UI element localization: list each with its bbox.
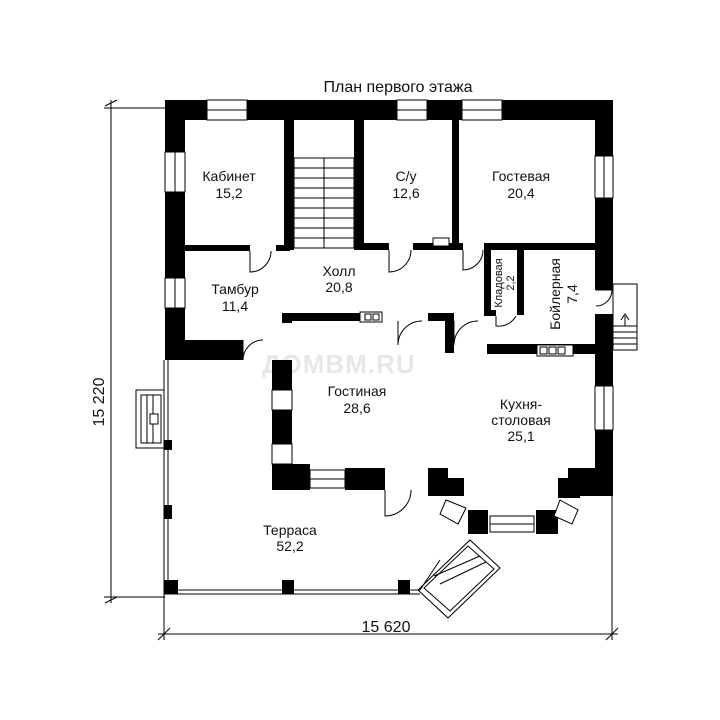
room-area: 52,2	[276, 538, 303, 554]
room-name-line1: Кухня-	[500, 396, 542, 412]
room-boilernaya: Бойлерная 7,4	[547, 258, 580, 330]
room-area: 28,6	[343, 400, 370, 416]
room-area: 20,4	[507, 185, 534, 201]
room-gostevaya: Гостевая 20,4	[492, 168, 550, 201]
room-name: Кладовая	[493, 258, 505, 307]
width-label: 15 620	[362, 619, 411, 636]
room-area: 12,6	[392, 185, 419, 201]
right-porch	[612, 283, 638, 351]
room-area: 2,2	[505, 275, 517, 290]
height-label: 15 220	[91, 377, 108, 426]
outer-windows	[164, 99, 614, 431]
left-porch	[135, 389, 165, 449]
room-gostinaya: Гостиная 28,6	[328, 383, 387, 416]
room-kuhnya: Кухня- столовая 25,1	[491, 396, 551, 444]
room-name: С/у	[396, 168, 417, 184]
plan-title: План первого этажа	[324, 79, 473, 96]
room-name: Тамбур	[211, 281, 259, 297]
room-name: Бойлерная	[547, 258, 563, 330]
room-kladovaya: Кладовая 2,2	[493, 258, 517, 307]
front-steps	[417, 539, 501, 619]
room-tambur: Тамбур 11,4	[211, 281, 259, 314]
room-name: Холл	[323, 263, 356, 279]
room-name: Гостиная	[328, 383, 387, 399]
room-su: С/у 12,6	[392, 168, 419, 201]
room-name: Гостевая	[492, 168, 550, 184]
room-name: Кабинет	[202, 168, 256, 184]
room-holl: Холл 20,8	[323, 263, 356, 295]
doors	[242, 249, 613, 517]
width-dimension: 15 620	[157, 470, 619, 641]
interior-windows	[271, 389, 579, 533]
room-area: 11,4	[222, 298, 248, 314]
room-area: 15,2	[215, 185, 242, 201]
room-kabinet: Кабинет 15,2	[202, 168, 256, 201]
staircase	[293, 157, 355, 249]
room-name: Терраса	[263, 522, 317, 538]
height-dimension: 15 220	[91, 99, 165, 604]
room-area: 20,8	[325, 279, 352, 295]
room-area: 7,4	[564, 284, 580, 304]
room-name-line2: столовая	[491, 412, 551, 428]
room-area: 25,1	[507, 428, 534, 444]
appliances	[359, 237, 574, 357]
room-terrasa: Терраса 52,2	[263, 522, 317, 554]
